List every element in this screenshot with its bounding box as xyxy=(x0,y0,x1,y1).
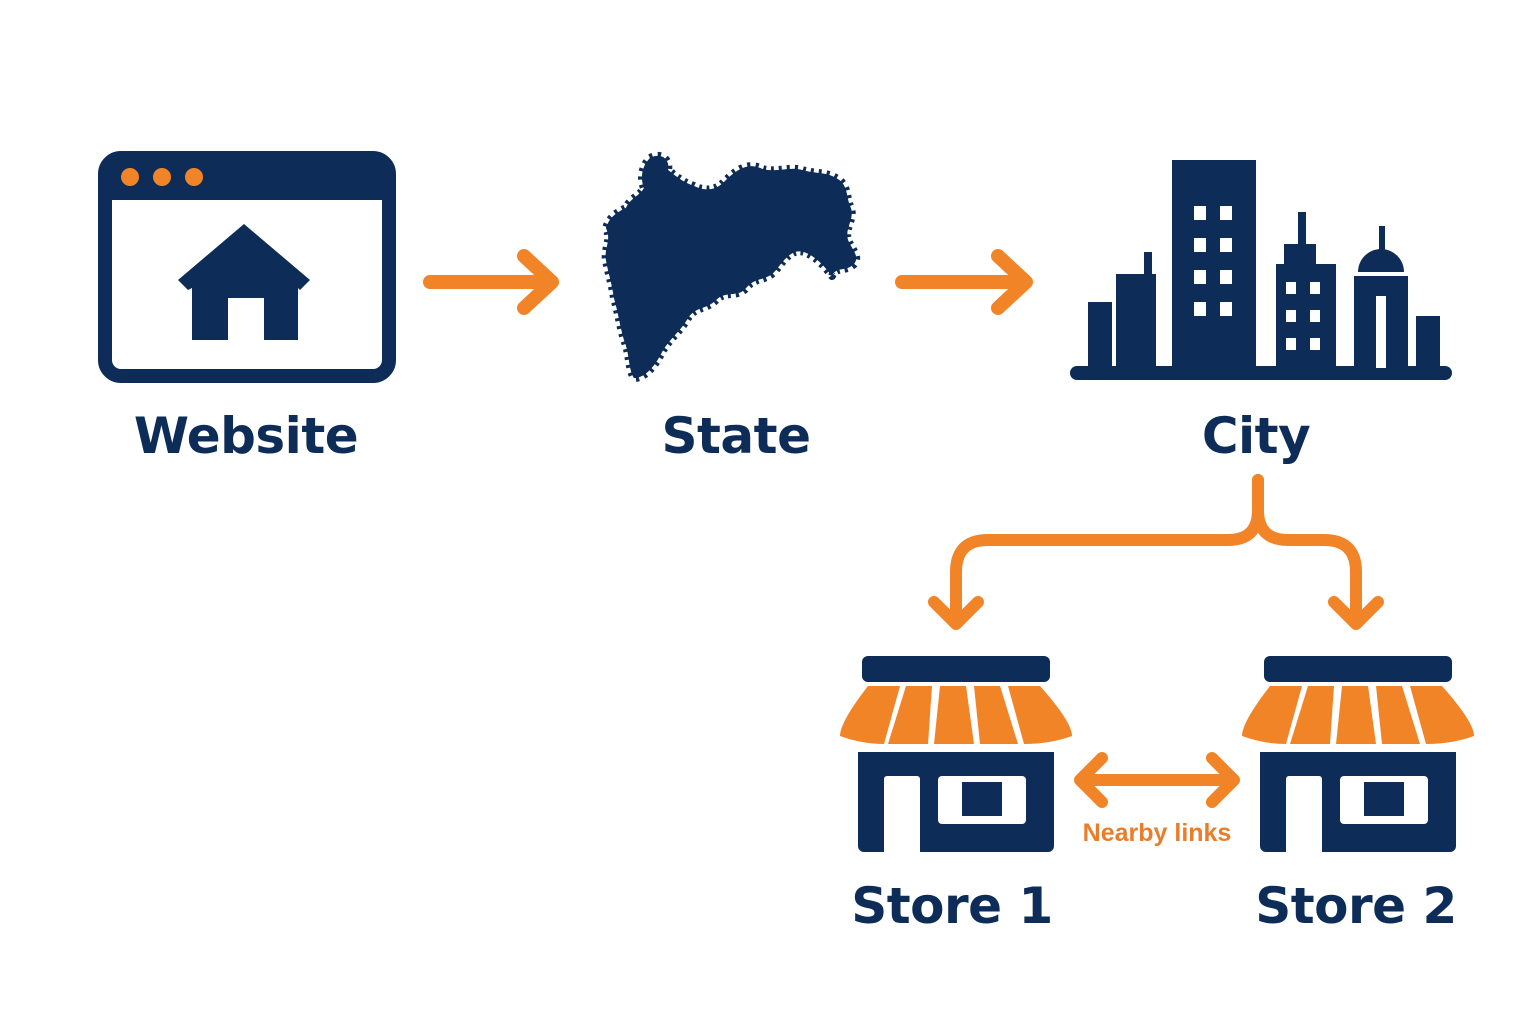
storefront-icon xyxy=(838,656,1074,856)
browser-home-icon xyxy=(98,151,396,383)
arrow-right-icon xyxy=(895,249,1033,315)
branch-arrow-icon xyxy=(928,474,1384,630)
store2-label: Store 2 xyxy=(1255,877,1457,935)
double-arrow-icon xyxy=(1074,752,1240,808)
city-skyline-icon xyxy=(1070,160,1452,380)
city-label: City xyxy=(1201,407,1311,465)
state-map-icon xyxy=(601,151,861,382)
storefront-icon xyxy=(1240,656,1476,856)
website-label: Website xyxy=(133,407,359,465)
nearby-links-label: Nearby links xyxy=(1082,819,1232,847)
state-label: State xyxy=(661,407,811,465)
store1-label: Store 1 xyxy=(851,877,1053,935)
arrow-right-icon xyxy=(423,249,559,315)
